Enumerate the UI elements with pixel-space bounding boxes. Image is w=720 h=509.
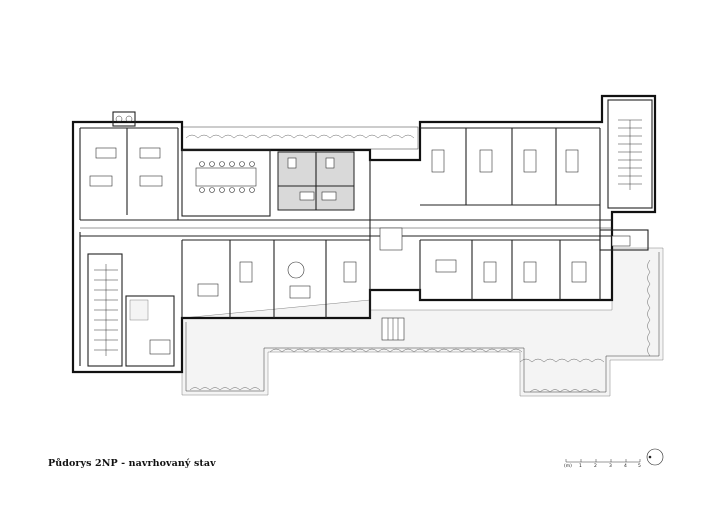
north-planter: [181, 126, 419, 150]
scale-tick-3: 3: [609, 464, 612, 469]
north-arrow-icon: [646, 448, 664, 466]
scale-bar: [565, 459, 641, 463]
scale-tick-5: 5: [638, 464, 641, 469]
scale-tick-1: 1: [579, 464, 582, 469]
terrace: [181, 247, 664, 397]
furniture: [89, 147, 631, 299]
scale-unit-label: (m): [564, 464, 572, 469]
building-walls: [71, 94, 657, 374]
scale-tick-4: 4: [624, 464, 627, 469]
drawing-title: Půdorys 2NP - navrhovaný stav: [48, 458, 216, 469]
scale-tick-2: 2: [594, 464, 597, 469]
